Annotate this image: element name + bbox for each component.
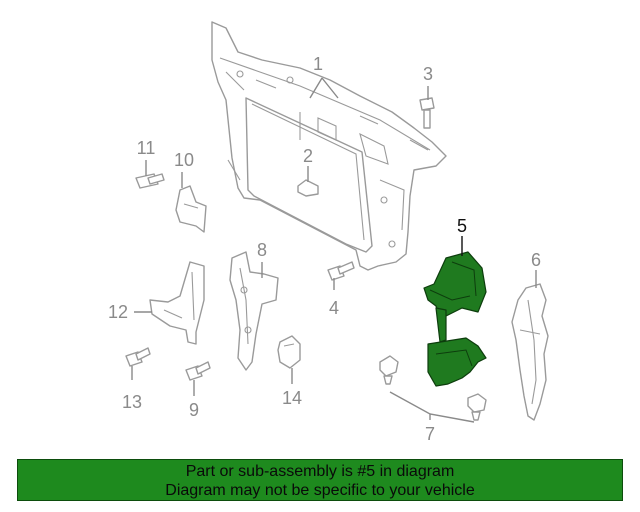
info-banner: Part or sub-assembly is #5 in diagram Di… [17, 459, 623, 501]
bracket-part-8 [229, 251, 279, 371]
bolt-part-4 [327, 261, 355, 281]
callout-8: 8 [257, 240, 267, 260]
banner-line-2: Diagram may not be specific to your vehi… [165, 482, 475, 499]
leader-lines [131, 77, 537, 423]
push-pin-part-7-left [379, 355, 399, 385]
bolt-part-11 [135, 173, 165, 189]
air-deflector-part-5-highlighted[interactable] [423, 251, 487, 387]
radiator-support-frame [211, 21, 447, 271]
bracket-part-10 [175, 185, 207, 233]
callout-6: 6 [531, 250, 541, 270]
callout-13: 13 [122, 392, 142, 412]
frame-clip-part-2 [297, 179, 319, 197]
callout-7: 7 [425, 424, 435, 444]
deflector-part-6 [511, 283, 549, 421]
callout-5: 5 [457, 216, 467, 236]
banner-line-1: Part or sub-assembly is #5 in diagram [185, 463, 455, 480]
callout-9: 9 [189, 400, 199, 420]
callout-3: 3 [423, 64, 433, 84]
callout-4: 4 [329, 298, 339, 318]
callout-2: 2 [303, 146, 313, 166]
callout-labels: 1 2 3 4 5 6 7 8 9 10 11 12 13 14 [108, 54, 541, 444]
bolt-part-13 [125, 347, 151, 367]
callout-14: 14 [282, 388, 302, 408]
bracket-part-12 [149, 261, 205, 345]
callout-1: 1 [313, 54, 323, 74]
callout-10: 10 [174, 150, 194, 170]
push-pin-part-7-right [467, 393, 487, 421]
bolt-part-9 [185, 361, 211, 381]
grommet-part-14 [277, 335, 301, 369]
callout-11: 11 [137, 138, 156, 158]
bolt-part-3 [419, 97, 435, 129]
callout-12: 12 [108, 302, 128, 322]
